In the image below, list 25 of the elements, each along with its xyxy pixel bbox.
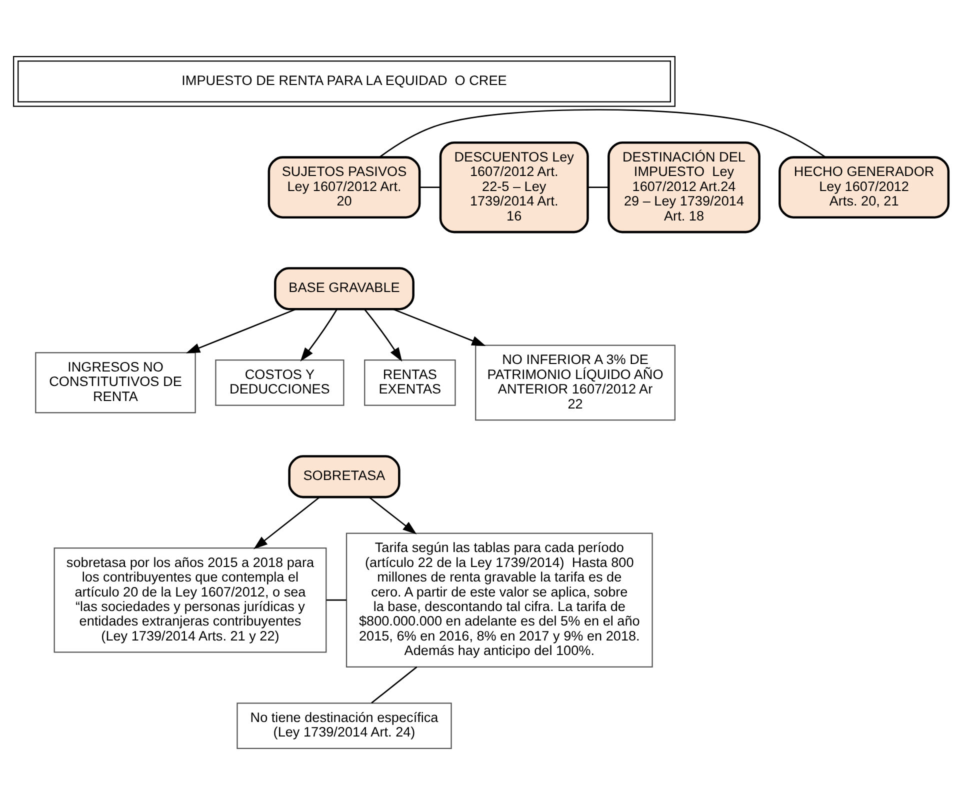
arrow bbox=[185, 308, 296, 354]
node-box: No tiene destinación específica (Ley 1739/2014 Art. 24) bbox=[236, 702, 452, 750]
connector bbox=[419, 186, 440, 188]
node-box: IMPUESTO DE RENTA PARA LA EQUIDAD O CREE bbox=[12, 56, 675, 107]
node-box: NO INFERIOR A 3% DE PATRIMONIO LÍQUIDO AÑO ANTERIOR 1607/2012 Ar 22 bbox=[474, 344, 675, 421]
node-box: SOBRETASA bbox=[288, 455, 400, 498]
node-box: RENTAS EXENTAS bbox=[364, 359, 456, 406]
node-box: INGRESOS NO CONSTITUTIVOS DE RENTA bbox=[34, 352, 196, 414]
node-box: BASE GRAVABLE bbox=[274, 267, 414, 310]
node-box: Tarifa según las tablas para cada período (artículo 22 de la Ley 1739/2014) Hasta 800 millones de renta gravable la tarifa es de cero. A partir de este valor se aplica, sobre la base, descontando tal cifra. La tarifa de $800.000.000 en adelante es del 5% en el año 2015, 6% en 2016, 8% en 2017 y 9% en 2018. Además hay anticipo del 100%. bbox=[345, 532, 652, 668]
arrow bbox=[364, 308, 402, 362]
node-box: COSTOS Y DEDUCCIONES bbox=[214, 359, 344, 406]
node-box: DESCUENTOS Ley 1607/2012 Art. 22-5 – Ley 1739/2014 Art. 16 bbox=[438, 141, 588, 234]
node-box: SUJETOS PASIVOS Ley 1607/2012 Art. 20 bbox=[267, 156, 420, 218]
arrow bbox=[300, 308, 338, 362]
connector bbox=[326, 599, 346, 601]
arrow bbox=[392, 308, 486, 346]
node-box: HECHO GENERADOR Ley 1607/2012 Arts. 20, 21 bbox=[778, 156, 950, 218]
node-box: sobretasa por los años 2015 a 2018 para los contribuyentes que contempla el artículo 20 de la Ley 1607/2012, o sea “las sociedades y personas jurídicas y entidades extranjeras contribuyentes (Ley 1739/2014 Arts. 21 y 22) bbox=[53, 547, 326, 653]
connector bbox=[378, 109, 826, 158]
connector bbox=[587, 186, 608, 188]
arrow bbox=[253, 496, 320, 550]
node-box: DESTINACIÓN DEL IMPUESTO Ley 1607/2012 Art.24 29 – Ley 1739/2014 Art. 18 bbox=[607, 141, 760, 234]
arrow bbox=[368, 496, 416, 534]
connector bbox=[370, 666, 417, 704]
